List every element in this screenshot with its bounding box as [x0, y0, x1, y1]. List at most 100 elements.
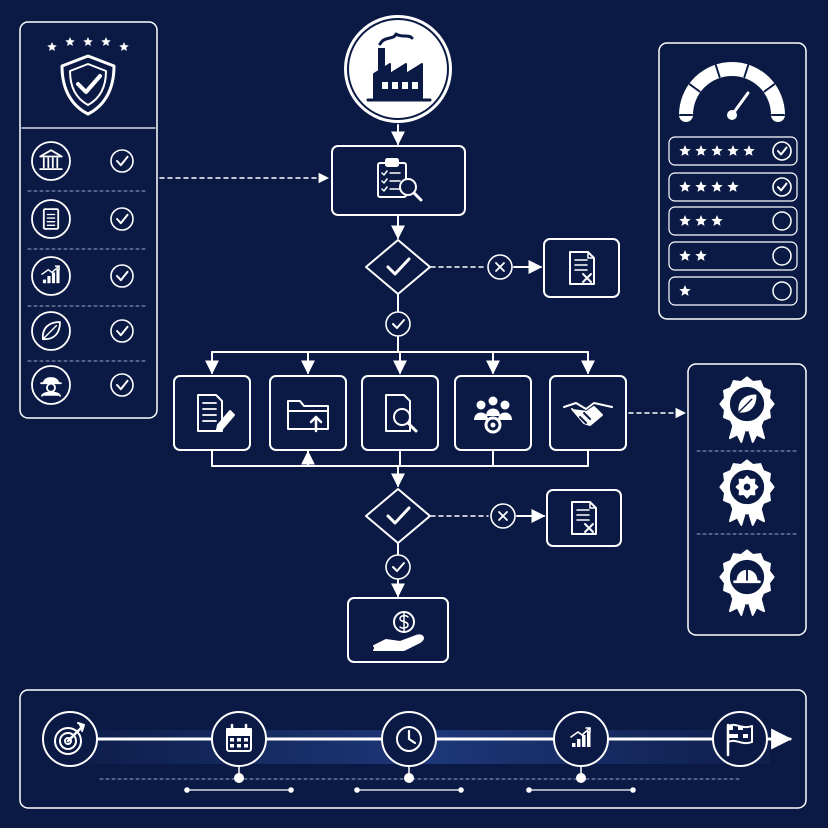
- range-end: [354, 787, 360, 793]
- leaf-badge-icon: [719, 376, 775, 443]
- rating-star-icon: [679, 215, 691, 226]
- check-mark: [392, 319, 405, 329]
- reject-x: [584, 523, 594, 533]
- gauge-hub: [727, 110, 737, 120]
- badge-emblem: [735, 475, 759, 499]
- factory-window: [392, 82, 398, 89]
- rating-star-icon: [101, 37, 111, 47]
- timeline-milestone: [42, 711, 98, 767]
- check-circle-icon: [110, 149, 134, 173]
- timeline-milestone: [211, 711, 267, 767]
- check-circle-ring: [110, 264, 134, 288]
- start-node-inner-ring: [347, 18, 449, 120]
- factory-smoke: [378, 32, 414, 46]
- badge-emblem: [733, 568, 761, 584]
- badge-gear-hole: [743, 483, 751, 491]
- chart-bar: [42, 279, 47, 284]
- flag-cloth: [727, 723, 753, 745]
- gauge-tick: [763, 83, 776, 93]
- team-body: [474, 412, 488, 420]
- worker-helmet-icon: [40, 377, 62, 397]
- range-end: [184, 787, 190, 793]
- factory-window: [412, 82, 418, 89]
- factory-window: [382, 82, 388, 89]
- empty-circle-icon: [772, 281, 792, 301]
- magnifier-handle: [412, 191, 423, 202]
- check-circle-ring: [110, 149, 134, 173]
- process-steps: [173, 351, 627, 467]
- rating-row-frame: [668, 206, 798, 236]
- gauge-arc: [679, 62, 785, 122]
- milestone-ring: [712, 711, 768, 767]
- team-head: [476, 400, 486, 410]
- folder-shape: [287, 400, 329, 430]
- check-circle-icon: [110, 319, 134, 343]
- factory-chimney: [378, 48, 385, 70]
- decision-check: [386, 257, 411, 276]
- handshake-icon: [563, 402, 613, 426]
- shield-check: [76, 74, 102, 94]
- team-body: [498, 412, 512, 420]
- calendar-day: [230, 738, 234, 742]
- growth-chart-icon: [41, 265, 60, 284]
- chart-arrowhead: [54, 265, 60, 271]
- document-icon: [42, 208, 60, 230]
- rating-row: [668, 241, 798, 271]
- x-mark: [495, 262, 505, 272]
- calendar-day: [237, 744, 241, 748]
- check-circle-ring: [772, 177, 792, 197]
- timeline-marker: [184, 765, 294, 793]
- rating-star-icon: [695, 181, 707, 192]
- doc-sheet: [42, 208, 60, 230]
- reject-doc-fold: [589, 501, 597, 509]
- check-circle-icon: [110, 207, 134, 231]
- rating-panel: [658, 42, 807, 320]
- left-criteria-panel: [19, 21, 330, 419]
- check-mark: [116, 213, 129, 225]
- dollar-sign: [399, 612, 409, 632]
- criteria-row: [27, 256, 149, 307]
- criteria-row: [27, 199, 149, 250]
- left-panel-header: [47, 37, 129, 116]
- handshake-arms: [563, 402, 613, 410]
- chart-arrowhead: [585, 727, 591, 733]
- magnifier-lens: [399, 178, 417, 196]
- x-circle-icon: [487, 254, 513, 280]
- shield-inner: [69, 63, 107, 106]
- marker-dot: [404, 773, 414, 783]
- check-circle-icon: [772, 177, 792, 197]
- funding-end-box: [347, 597, 449, 663]
- check-circle-ring: [110, 373, 134, 397]
- rejected-document-icon: [569, 251, 595, 285]
- target-icon: [54, 722, 85, 755]
- factory-window: [402, 82, 408, 89]
- target-ring: [64, 737, 72, 745]
- criteria-icon-ring: [31, 311, 71, 351]
- x-circle-icon: [490, 503, 516, 529]
- timeline-frame: [19, 689, 807, 809]
- target-arrow-fletch: [77, 722, 85, 732]
- rating-star-icon: [727, 145, 739, 156]
- badge-leaf-vein: [738, 398, 753, 413]
- marker-dot: [576, 773, 586, 783]
- team-body: [486, 408, 500, 416]
- rating-panel-frame: [658, 42, 807, 320]
- chart-bar: [587, 731, 591, 747]
- gear-badge-icon: [719, 459, 775, 526]
- handshake-fingers: [579, 412, 591, 424]
- helmet-badge-icon: [719, 549, 775, 616]
- reject-doc-sheet: [571, 501, 597, 535]
- milestone-timeline: [19, 689, 807, 809]
- gauge-tick: [743, 64, 750, 78]
- clipboard-check: [381, 170, 388, 176]
- badges-panel-frame: [687, 363, 807, 636]
- main-process-flow: [173, 13, 687, 663]
- rating-star-icon: [679, 181, 691, 192]
- calendar-icon: [226, 723, 252, 752]
- rating-row-frame: [668, 241, 798, 271]
- left-panel-frame: [19, 21, 158, 419]
- rating-row: [668, 136, 798, 166]
- flag-check: [728, 726, 733, 730]
- rejected-document-box: [543, 238, 620, 298]
